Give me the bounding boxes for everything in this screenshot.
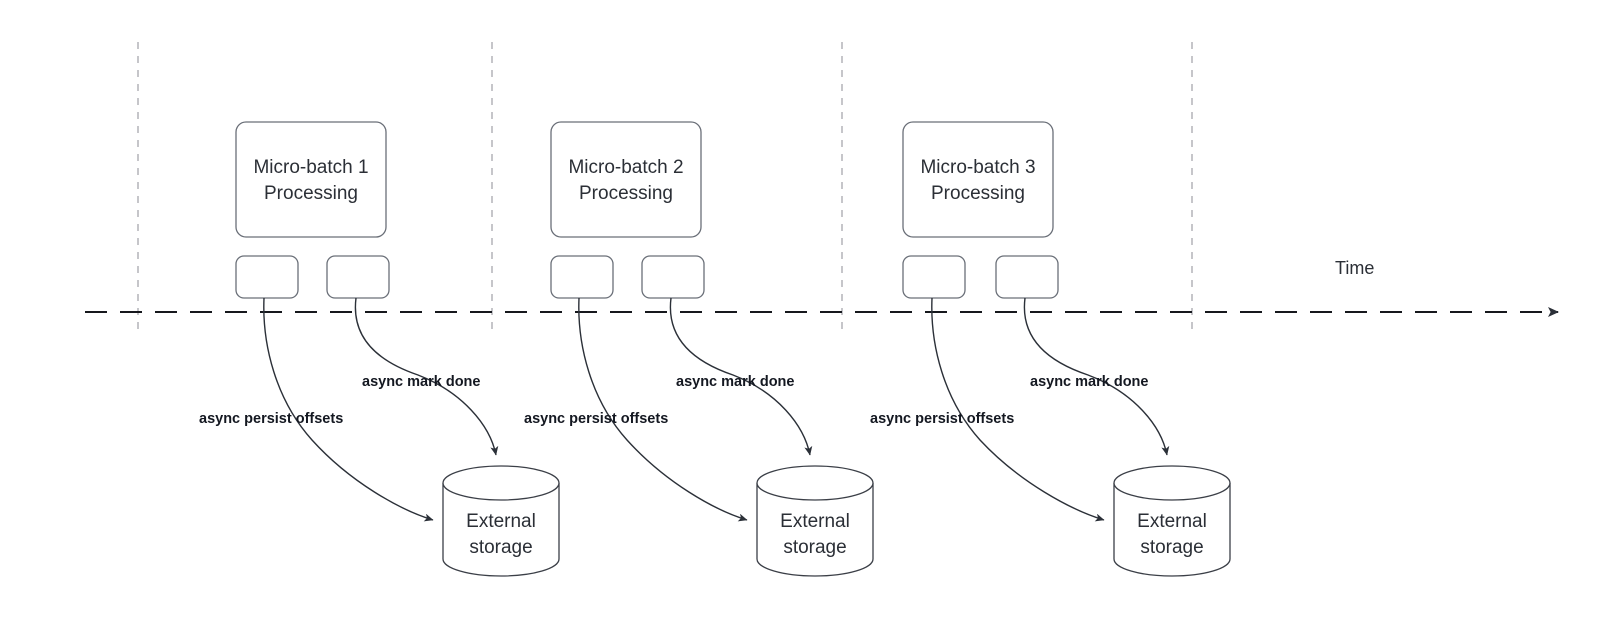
task-box-right[interactable] xyxy=(326,255,390,299)
group-1: Micro-batch 1 Processing async mark done… xyxy=(199,121,560,577)
micro-batch-box[interactable] xyxy=(235,121,387,238)
timeline-dividers xyxy=(137,42,1193,330)
micro-batch-label-line2: Processing xyxy=(579,183,673,204)
cylinder-top xyxy=(1113,465,1231,501)
external-storage-cylinder[interactable]: External storage xyxy=(442,465,560,577)
async-mark-done-edge xyxy=(354,297,499,456)
task-box-left[interactable] xyxy=(550,255,614,299)
task-box-left[interactable] xyxy=(235,255,299,299)
cylinder-body xyxy=(1113,483,1231,577)
async-mark-done-label: async mark done xyxy=(676,374,794,390)
micro-batch-label-line1: Micro-batch 2 xyxy=(568,157,683,178)
micro-batch-label-line1: Micro-batch 3 xyxy=(920,157,1035,178)
external-storage-label-line2: storage xyxy=(1140,537,1203,558)
async-persist-offsets-label: async persist offsets xyxy=(524,411,668,427)
cylinder-top xyxy=(442,465,560,501)
task-box-left[interactable] xyxy=(902,255,966,299)
async-mark-done-label: async mark done xyxy=(362,374,480,390)
task-box-right[interactable] xyxy=(995,255,1059,299)
micro-batch-label-line2: Processing xyxy=(264,183,358,204)
async-mark-done-edge xyxy=(669,297,813,456)
async-persist-offsets-edge xyxy=(263,297,434,522)
task-box-right[interactable] xyxy=(641,255,705,299)
cylinder-top xyxy=(756,465,874,501)
external-storage-label-line2: storage xyxy=(783,537,846,558)
micro-batch-box[interactable] xyxy=(902,121,1054,238)
external-storage-cylinder[interactable]: External storage xyxy=(1113,465,1231,577)
group-3: Micro-batch 3 Processing async mark done… xyxy=(870,121,1231,577)
async-persist-offsets-label: async persist offsets xyxy=(870,411,1014,427)
async-mark-done-edge xyxy=(1023,297,1170,456)
async-persist-offsets-label: async persist offsets xyxy=(199,411,343,427)
group-2: Micro-batch 2 Processing async mark done… xyxy=(524,121,874,577)
cylinder-body xyxy=(756,483,874,577)
async-mark-done-label: async mark done xyxy=(1030,374,1148,390)
async-persist-offsets-edge xyxy=(578,297,748,522)
micro-batch-box[interactable] xyxy=(550,121,702,238)
cylinder-body xyxy=(442,483,560,577)
external-storage-label-line1: External xyxy=(780,511,850,532)
external-storage-cylinder[interactable]: External storage xyxy=(756,465,874,577)
external-storage-label-line1: External xyxy=(1137,511,1207,532)
external-storage-label-line1: External xyxy=(466,511,536,532)
time-axis-label: Time xyxy=(1335,258,1374,278)
micro-batch-label-line2: Processing xyxy=(931,183,1025,204)
micro-batch-label-line1: Micro-batch 1 xyxy=(253,157,368,178)
async-persist-offsets-edge xyxy=(931,297,1105,522)
external-storage-label-line2: storage xyxy=(469,537,532,558)
